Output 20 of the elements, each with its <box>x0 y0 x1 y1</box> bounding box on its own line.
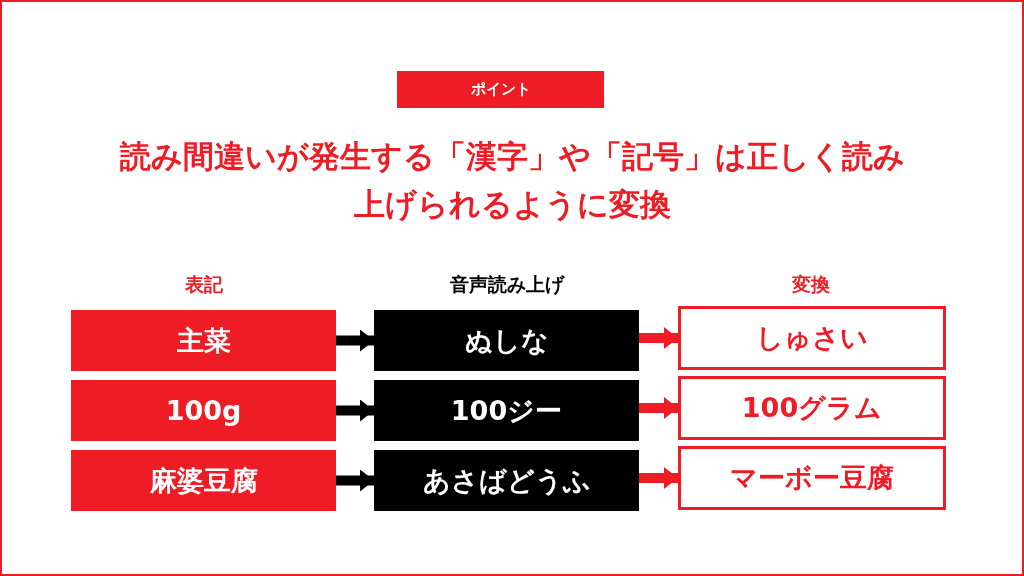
heading: 読み間違いが発生する「漢字」や「記号」は正しく読み上げられるように変換 <box>118 137 906 224</box>
arrow <box>336 399 374 422</box>
reading-box: ぬしな <box>374 310 639 371</box>
arrow <box>639 397 678 419</box>
arrow <box>639 327 678 349</box>
conversion-box: 100グラム <box>678 376 946 440</box>
column-header: 変換 <box>791 272 831 297</box>
arrow <box>336 469 374 492</box>
reading-box: あさばどうふ <box>374 450 639 511</box>
conversion-box: しゅさい <box>678 306 946 370</box>
column-header: 表記 <box>184 272 224 297</box>
notation-box: 麻婆豆腐 <box>71 450 336 511</box>
conversion-box: マーボー豆腐 <box>678 446 946 510</box>
point-badge: ポイント <box>397 71 604 108</box>
arrow <box>639 467 678 489</box>
notation-box: 主菜 <box>71 310 336 371</box>
notation-box: 100g <box>71 380 336 441</box>
reading-box: 100ジー <box>374 380 639 441</box>
column-header: 音声読み上げ <box>449 272 566 297</box>
arrow <box>336 329 374 352</box>
